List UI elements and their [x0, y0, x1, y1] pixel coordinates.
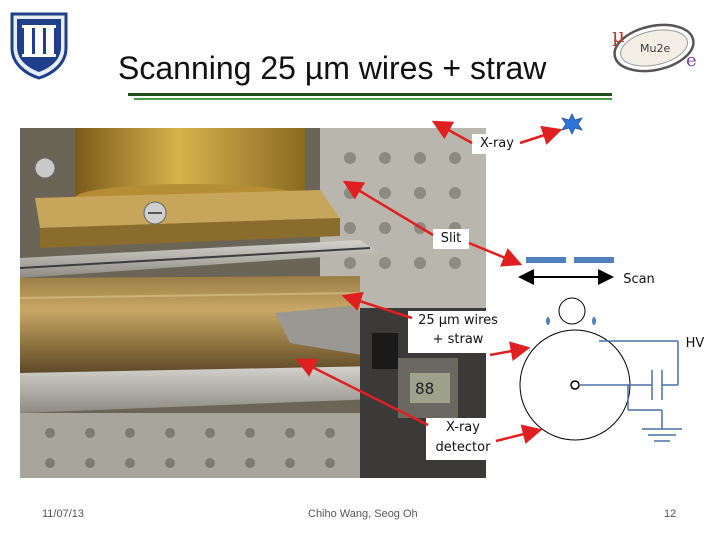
wires-arrow-to-photo [341, 291, 413, 320]
university-shield-logo [10, 12, 68, 80]
footer-author: Chiho Wang, Seog Oh [308, 508, 418, 520]
detector-arrow-to-photo [295, 358, 429, 427]
mu2e-logo-text: Mu2e [640, 42, 670, 55]
wire-circle-icon [558, 297, 586, 325]
detector-arrow-to-schematic [495, 424, 543, 444]
footer-date: 11/07/13 [42, 508, 85, 520]
slit-bar-left-icon [526, 257, 566, 263]
svg-text:e: e [686, 50, 697, 71]
setup-photo: 88 [20, 128, 486, 478]
wires-label-line1: 25 µm wires [418, 313, 498, 328]
title-rule-light [134, 98, 612, 100]
xray-arrow-to-photo [431, 120, 473, 145]
slit-arrow-to-schematic [468, 241, 523, 267]
footer-page-number: 12 [664, 508, 677, 520]
callout-arrows [295, 120, 563, 444]
xray-label: X-ray [472, 134, 522, 154]
title-rule-dark [128, 93, 612, 96]
wires-straw-label: 25 µm wires + straw [408, 311, 508, 353]
xray-detector-label: X-ray detector [426, 418, 500, 460]
detector-label-line2: detector [435, 440, 491, 455]
svg-text:88: 88 [415, 379, 434, 398]
hv-circuit [579, 340, 682, 442]
wires-label-line2: + straw [432, 332, 484, 347]
anode-wire-icon [570, 380, 580, 390]
wires-arrow-to-schematic [489, 341, 531, 362]
hv-label: HV [678, 334, 712, 354]
detector-label-line1: X-ray [446, 420, 480, 435]
xray-source-icon [561, 113, 583, 135]
svg-text:µ: µ [612, 23, 625, 47]
xray-arrow-to-source [519, 125, 563, 145]
slit-arrow-to-photo [342, 180, 434, 237]
wire-marker-left-icon [546, 317, 550, 325]
slide-title: Scanning 25 µm wires + straw [118, 50, 547, 86]
slit-bar-right-icon [574, 257, 614, 263]
slit-label: Slit [433, 229, 469, 249]
mu2e-logo: µ e Mu2e [612, 23, 697, 73]
scan-label: Scan [619, 270, 659, 290]
wire-marker-right-icon [592, 317, 596, 325]
